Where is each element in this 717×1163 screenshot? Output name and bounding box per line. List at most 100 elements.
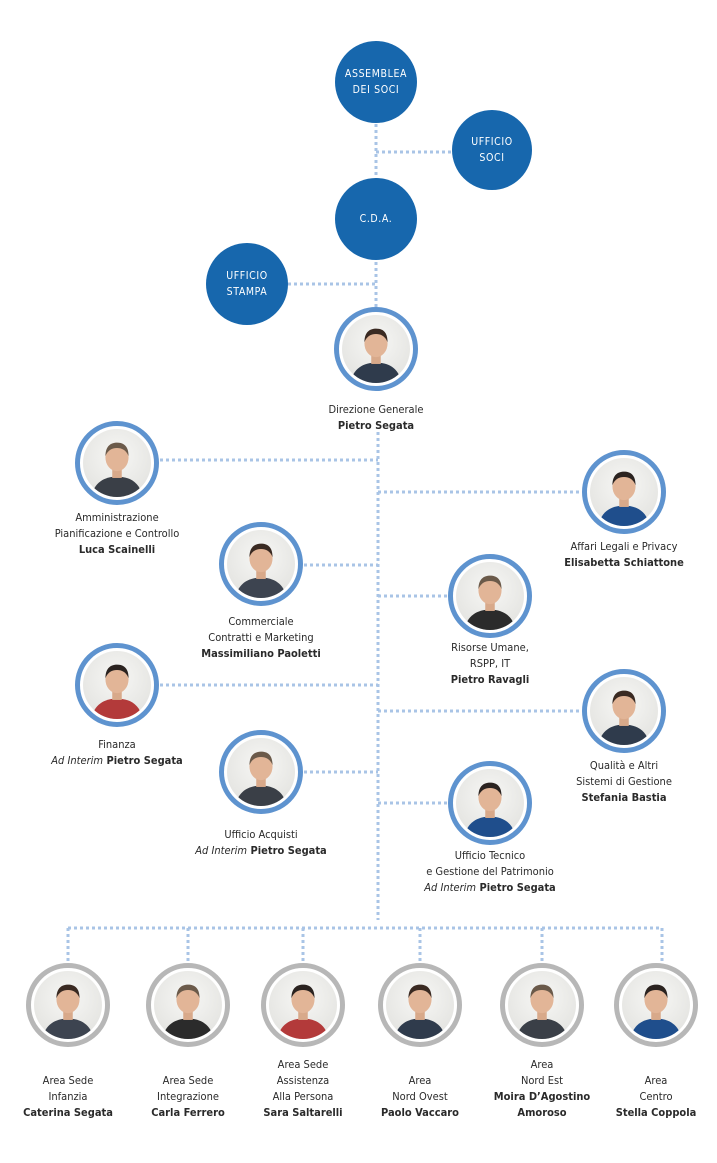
area-role: Centro bbox=[639, 1090, 673, 1103]
person-silhouette-icon bbox=[598, 471, 650, 526]
staff-role: Contratti e Marketing bbox=[208, 631, 314, 644]
area-integrazione-portrait bbox=[146, 963, 230, 1047]
area-name: Carla Ferrero bbox=[151, 1106, 225, 1119]
qualita-portrait bbox=[582, 669, 666, 753]
ufficio-stampa-label: UFFICIO STAMPA bbox=[226, 270, 268, 298]
assemblea-label: ASSEMBLEA DEI SOCI bbox=[344, 68, 408, 96]
portrait-photo bbox=[154, 971, 222, 1039]
area-role: Area bbox=[408, 1074, 432, 1087]
staff-role: Pianificazione e Controllo bbox=[54, 527, 180, 540]
portrait-photo bbox=[386, 971, 454, 1039]
area-infanzia-portrait bbox=[26, 963, 110, 1047]
staff-role: e Gestione del Patrimonio bbox=[426, 865, 554, 878]
ufficio-stampa-node: UFFICIO STAMPA bbox=[206, 243, 288, 325]
staff-role: Sistemi di Gestione bbox=[576, 775, 672, 788]
person-silhouette-icon bbox=[162, 984, 214, 1039]
staff-role: Amministrazione bbox=[75, 511, 159, 524]
area-role: Nord Ovest bbox=[392, 1090, 448, 1103]
affari-legali-portrait bbox=[582, 450, 666, 534]
staff-role: Qualità e Altri bbox=[589, 759, 659, 772]
person-silhouette-icon bbox=[91, 664, 143, 719]
staff-role: Finanza bbox=[98, 738, 136, 751]
area-role: Area Sede bbox=[42, 1074, 94, 1087]
person-silhouette-icon bbox=[516, 984, 568, 1039]
direzione-role: Direzione Generale bbox=[328, 403, 424, 416]
staff-role: Ufficio Acquisti bbox=[224, 828, 298, 841]
area-caption-nord-est: Area Nord Est Moira D’Agostino Amoroso bbox=[482, 1057, 602, 1121]
finanza-portrait bbox=[75, 643, 159, 727]
staff-name-text: Pietro Segata bbox=[250, 844, 327, 857]
staff-caption-risorse-umane: Risorse Umane, RSPP, IT Pietro Ravagli bbox=[385, 640, 595, 688]
risorse-umane-portrait bbox=[448, 554, 532, 638]
portrait-photo bbox=[342, 315, 410, 383]
cda-label: C.D.A. bbox=[359, 213, 393, 225]
staff-name: Ad Interim Pietro Segata bbox=[156, 843, 366, 859]
staff-caption-affari-legali: Affari Legali e Privacy Elisabetta Schia… bbox=[519, 539, 717, 571]
area-caption-nord-ovest: Area Nord Ovest Paolo Vaccaro bbox=[360, 1073, 480, 1121]
interim-label: Ad Interim bbox=[195, 844, 248, 857]
ufficio-soci-node: UFFICIO SOCI bbox=[452, 110, 532, 190]
direzione-portrait bbox=[334, 307, 418, 391]
staff-name-text: Pietro Segata bbox=[479, 881, 556, 894]
area-role: Area Sede bbox=[162, 1074, 214, 1087]
staff-caption-amministrazione: Amministrazione Pianificazione e Control… bbox=[12, 510, 222, 558]
area-caption-infanzia: Area Sede Infanzia Caterina Segata bbox=[8, 1073, 128, 1121]
area-name: Stella Coppola bbox=[615, 1106, 697, 1119]
staff-caption-qualita: Qualità e Altri Sistemi di Gestione Stef… bbox=[519, 758, 717, 806]
person-silhouette-icon bbox=[235, 751, 287, 806]
portrait-photo bbox=[83, 429, 151, 497]
commerciale-portrait bbox=[219, 522, 303, 606]
person-silhouette-icon bbox=[91, 442, 143, 497]
assemblea-dei-soci-node: ASSEMBLEA DEI SOCI bbox=[335, 41, 417, 123]
staff-name: Pietro Ravagli bbox=[450, 673, 530, 686]
person-silhouette-icon bbox=[42, 984, 94, 1039]
person-silhouette-icon bbox=[350, 328, 402, 383]
area-role: Alla Persona bbox=[272, 1090, 334, 1103]
staff-name: Luca Scainelli bbox=[78, 543, 156, 556]
portrait-photo bbox=[590, 458, 658, 526]
area-name: Amoroso bbox=[517, 1106, 567, 1119]
staff-name: Stefania Bastia bbox=[581, 791, 667, 804]
portrait-photo bbox=[227, 530, 295, 598]
person-silhouette-icon bbox=[394, 984, 446, 1039]
area-role: Area Sede bbox=[277, 1058, 329, 1071]
area-name: Caterina Segata bbox=[23, 1106, 113, 1119]
area-role: Infanzia bbox=[48, 1090, 88, 1103]
portrait-photo bbox=[34, 971, 102, 1039]
portrait-photo bbox=[269, 971, 337, 1039]
person-silhouette-icon bbox=[598, 690, 650, 745]
staff-role: Risorse Umane, bbox=[451, 641, 529, 654]
staff-caption-acquisti: Ufficio Acquisti Ad Interim Pietro Segat… bbox=[156, 827, 366, 859]
area-name: Sara Saltarelli bbox=[263, 1106, 343, 1119]
staff-name: Ad Interim Pietro Segata bbox=[12, 753, 222, 769]
person-silhouette-icon bbox=[630, 984, 682, 1039]
direzione-name: Pietro Segata bbox=[337, 419, 415, 432]
tecnico-portrait bbox=[448, 761, 532, 845]
staff-caption-tecnico: Ufficio Tecnico e Gestione del Patrimoni… bbox=[385, 848, 595, 896]
staff-role: RSPP, IT bbox=[469, 657, 511, 670]
staff-role: Commerciale bbox=[228, 615, 294, 628]
area-caption-centro: Area Centro Stella Coppola bbox=[596, 1073, 716, 1121]
portrait-photo bbox=[456, 562, 524, 630]
ufficio-soci-label: UFFICIO SOCI bbox=[471, 136, 513, 164]
staff-name: Elisabetta Schiattone bbox=[564, 556, 684, 569]
area-nord-est-portrait bbox=[500, 963, 584, 1047]
acquisti-portrait bbox=[219, 730, 303, 814]
staff-role: Affari Legali e Privacy bbox=[570, 540, 678, 553]
direzione-caption: Direzione Generale Pietro Segata bbox=[276, 402, 476, 434]
area-caption-integrazione: Area Sede Integrazione Carla Ferrero bbox=[128, 1073, 248, 1121]
portrait-photo bbox=[508, 971, 576, 1039]
area-nord-ovest-portrait bbox=[378, 963, 462, 1047]
staff-caption-commerciale: Commerciale Contratti e Marketing Massim… bbox=[156, 614, 366, 662]
area-role: Nord Est bbox=[520, 1074, 564, 1087]
person-silhouette-icon bbox=[277, 984, 329, 1039]
staff-role: Ufficio Tecnico bbox=[454, 849, 526, 862]
staff-caption-finanza: Finanza Ad Interim Pietro Segata bbox=[12, 737, 222, 769]
area-assistenza-portrait bbox=[261, 963, 345, 1047]
area-centro-portrait bbox=[614, 963, 698, 1047]
area-role: Area bbox=[644, 1074, 668, 1087]
person-silhouette-icon bbox=[464, 575, 516, 630]
area-role: Area bbox=[530, 1058, 554, 1071]
area-role: Integrazione bbox=[157, 1090, 219, 1103]
